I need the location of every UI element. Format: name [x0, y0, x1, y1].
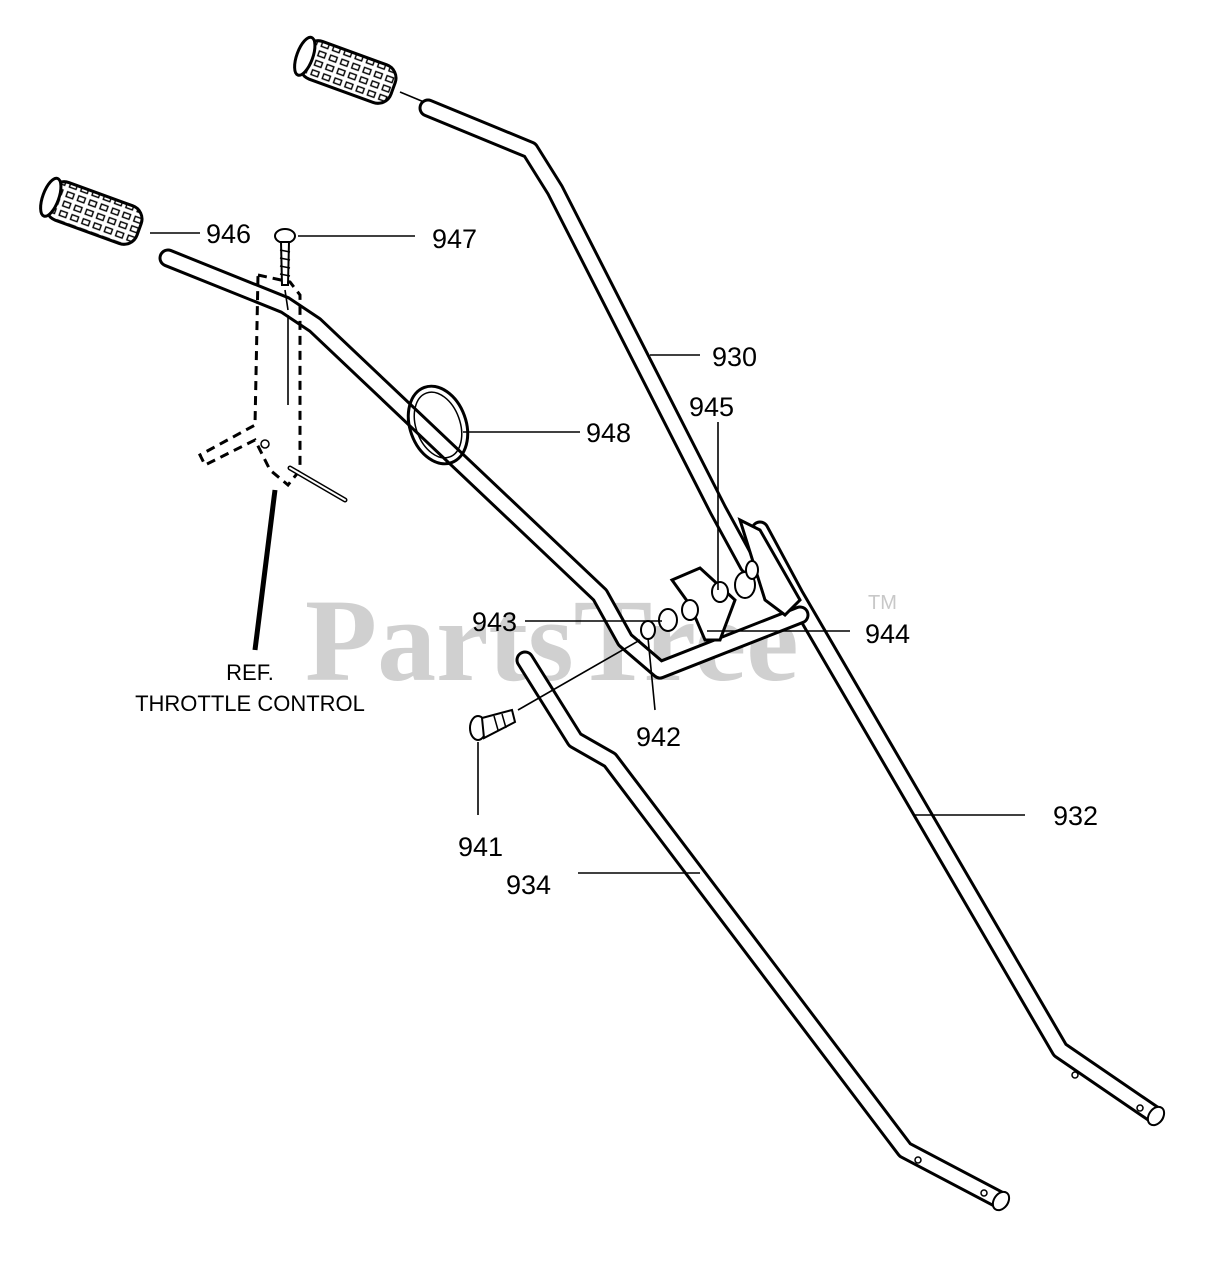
bolt-941-icon — [469, 639, 641, 741]
cable-tie-948-icon — [406, 384, 470, 466]
callout-946: 946 — [206, 219, 251, 249]
hand-grip-icon — [39, 176, 144, 246]
callout-948: 948 — [586, 418, 631, 448]
callout-941: 941 — [458, 832, 503, 862]
reference-line-2: THROTTLE CONTROL — [135, 691, 365, 716]
upper-left-handle — [158, 248, 810, 680]
reference-line-1: REF. — [226, 660, 274, 685]
reference-note: REF. THROTTLE CONTROL — [135, 660, 365, 716]
knob-hardware — [640, 517, 802, 642]
hand-grip-icon — [293, 35, 398, 105]
callout-934: 934 — [506, 870, 551, 900]
callout-943: 943 — [472, 607, 517, 637]
callout-944: 944 — [865, 619, 910, 649]
leader-lines — [150, 232, 1025, 874]
callout-labels: 946 947 930 945 948 943 944 942 932 941 … — [206, 219, 1098, 900]
callout-947: 947 — [432, 224, 477, 254]
callout-942: 942 — [636, 722, 681, 752]
watermark-trademark: TM — [868, 592, 897, 614]
screw-947-icon — [274, 228, 296, 405]
callout-932: 932 — [1053, 801, 1098, 831]
lower-left-handle-934 — [515, 650, 1011, 1212]
callout-930: 930 — [712, 342, 757, 372]
callout-945: 945 — [689, 392, 734, 422]
throttle-control-reference — [198, 273, 348, 651]
upper-right-handle-930 — [418, 98, 758, 575]
grip-alignment-line — [399, 91, 425, 103]
